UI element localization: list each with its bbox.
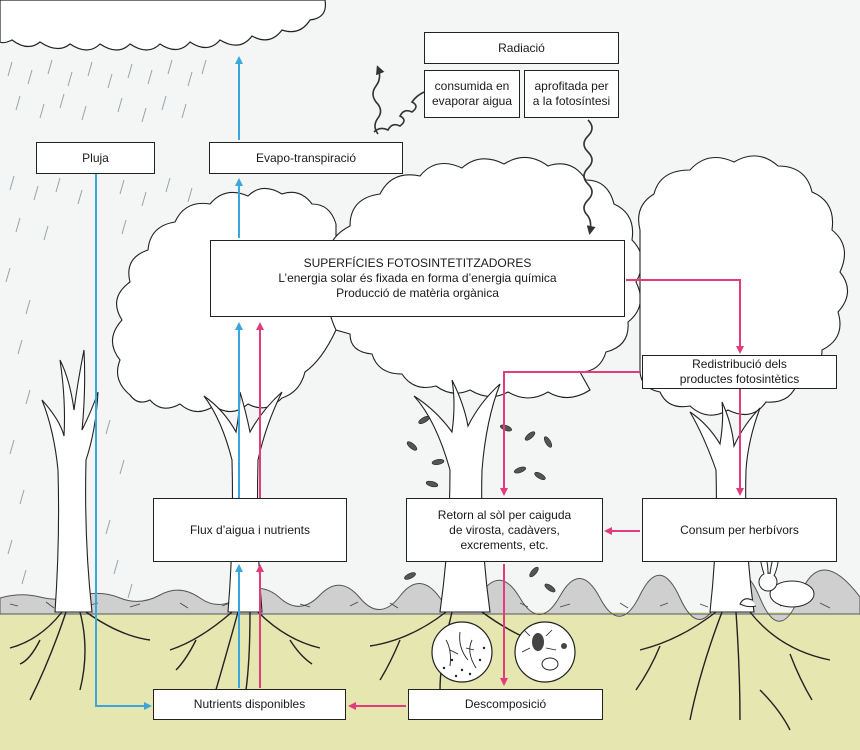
box-nutrients-disponibles: Nutrients disponibles: [153, 689, 346, 720]
consumida-line-1: consumida en: [434, 79, 510, 93]
aprofitada-line-1: aprofitada per: [534, 79, 609, 93]
litter-texture: [9, 601, 831, 609]
falling-leaves: [404, 416, 556, 593]
superficies-line-2: L’energia solar és fixada en forma d’ene…: [278, 271, 557, 285]
trunk-center: [413, 379, 501, 613]
radiation-waves: [372, 65, 596, 235]
redistribucio-line-2: productes fotosintètics: [679, 372, 800, 386]
pluja-label: Pluja: [82, 150, 109, 165]
soil: [0, 612, 860, 750]
retorn-line-2: de virosta, cadàvers,: [449, 522, 560, 537]
superficies-title: SUPERFÍCIES FOTOSINTETITZADORES: [303, 256, 532, 270]
retorn-line-1: Retorn al sòl per caiguda: [437, 507, 572, 522]
box-flux-aigua-nutrients: Flux d’aigua i nutrients: [153, 498, 347, 562]
aprofitada-line-2: a la fotosíntesi: [532, 94, 611, 108]
arrow-redistribution-to-retorn: [500, 371, 640, 496]
arrow-rain-to-nutrients: [95, 174, 152, 710]
descomposicio-label: Descomposició: [464, 697, 547, 711]
flux-label: Flux d’aigua i nutrients: [189, 522, 311, 537]
retorn-line-3: excrements, etc.: [460, 537, 549, 552]
trunk-left-dead: [41, 349, 99, 613]
rain: [5, 59, 207, 599]
decomposer-fungi: [431, 621, 493, 683]
radiacio-label: Radiació: [498, 40, 545, 55]
consumida-line-2: evaporar aigua: [431, 94, 513, 108]
box-descomposicio: Descomposició: [408, 689, 603, 720]
canopy-right: [638, 155, 849, 416]
box-consum-herbivors: Consum per herbívors: [642, 498, 837, 562]
nutrients-label: Nutrients disponibles: [193, 697, 306, 711]
superficies-line-3: Producció de matèria orgànica: [336, 286, 499, 300]
evapo-label: Evapo-transpiració: [255, 150, 357, 165]
water-flows: [95, 56, 243, 710]
box-pluja: Pluja: [36, 142, 155, 174]
rain-cloud: [0, 0, 327, 51]
box-radiacio: Radiació: [424, 32, 619, 64]
consum-label: Consum per herbívors: [680, 522, 799, 537]
decomposer-insects: [514, 621, 576, 683]
box-consumida: consumida en evaporar aigua: [424, 70, 520, 118]
box-aprofitada: aprofitada per a la fotosíntesi: [524, 70, 619, 118]
organic-flows: [256, 279, 744, 710]
redistribucio-line-1: Redistribució dels: [692, 357, 787, 371]
box-evapo-transpiracio: Evapo-transpiració: [209, 142, 403, 174]
arrow-surfaces-to-redistribution: [626, 279, 744, 354]
box-superficies-fotosintetitzadores: SUPERFÍCIES FOTOSINTETITZADORES L’energi…: [210, 240, 625, 317]
box-redistribucio: Redistribució dels productes fotosintèti…: [642, 355, 837, 389]
box-retorn-al-sol: Retorn al sòl per caiguda de virosta, ca…: [406, 498, 603, 562]
